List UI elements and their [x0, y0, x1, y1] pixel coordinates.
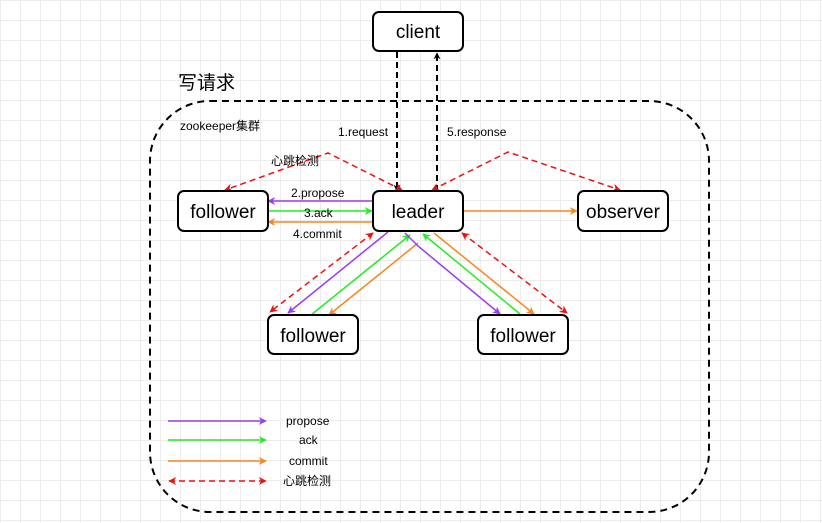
- leader-label: leader: [392, 202, 445, 223]
- cluster-label: zookeeper集群: [180, 118, 260, 133]
- follower-bottom-right-node: follower: [477, 314, 569, 355]
- propose-bottom-right-arrow: [404, 232, 501, 315]
- response-label: 5.response: [447, 125, 507, 139]
- ack-label: 3.ack: [304, 206, 334, 220]
- diagram-title: 写请求: [178, 72, 235, 94]
- client-label: client: [396, 22, 441, 43]
- leader-node: leader: [372, 190, 464, 232]
- legend-propose-label: propose: [286, 414, 330, 428]
- legend-ack-label: ack: [299, 433, 319, 447]
- commit-bottom-left-arrow: [328, 242, 419, 316]
- heartbeat-label: 心跳检测: [271, 153, 319, 168]
- legend-commit-label: commit: [289, 454, 328, 468]
- cluster-boundary: [149, 100, 710, 513]
- ack-bottom-left-arrow: [310, 234, 411, 316]
- legend-heartbeat-label: 心跳检测: [283, 473, 331, 488]
- commit-bottom-right-arrow: [433, 232, 535, 315]
- heartbeat-observer-arrow: [431, 151, 621, 192]
- legend: propose ack commit 心跳检测: [168, 414, 331, 488]
- follower-left-label: follower: [190, 202, 256, 223]
- client-node: client: [372, 11, 464, 52]
- propose-bottom-left-arrow: [287, 231, 389, 314]
- observer-label: observer: [586, 202, 661, 223]
- heartbeat-bottom-right-arrow: [461, 232, 568, 314]
- follower-left-node: follower: [177, 190, 269, 232]
- propose-label: 2.propose: [291, 186, 345, 200]
- heartbeat-left-arrow: [224, 152, 403, 192]
- request-label: 1.request: [338, 125, 389, 139]
- follower-bottom-right-label: follower: [490, 326, 556, 347]
- follower-bottom-left-label: follower: [280, 326, 346, 347]
- ack-bottom-right-arrow: [422, 233, 521, 315]
- heartbeat-bottom-left-arrow: [269, 232, 374, 313]
- observer-node: observer: [577, 190, 669, 232]
- commit-label: 4.commit: [293, 227, 342, 241]
- follower-bottom-left-node: follower: [267, 314, 359, 355]
